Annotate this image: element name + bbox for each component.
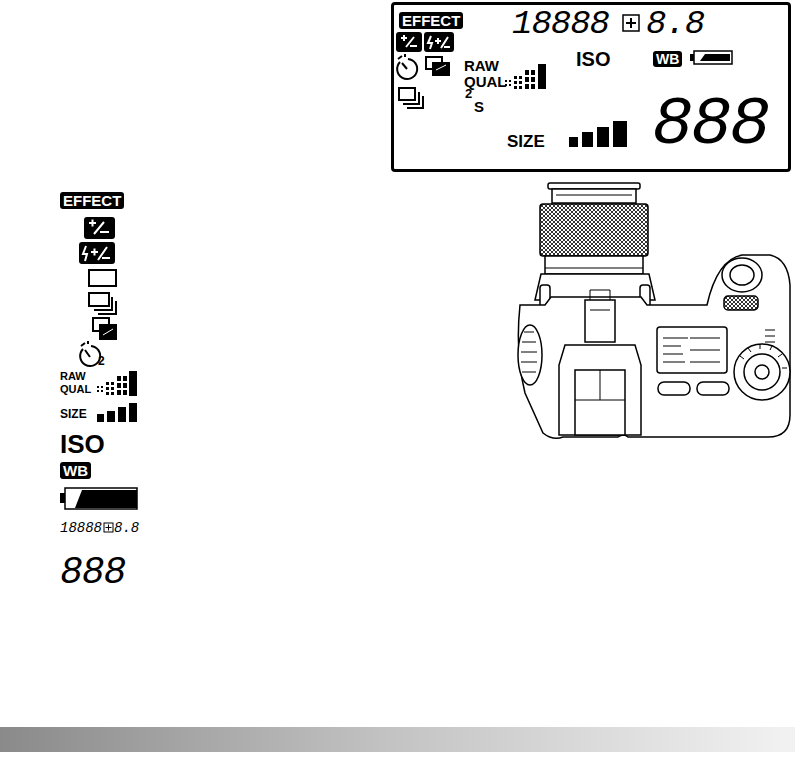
quality-icon: QUAL [60, 384, 91, 395]
raw-icon: RAW [60, 371, 86, 382]
seconds-indicator: S [474, 99, 484, 114]
size-indicator: SIZE [507, 133, 545, 150]
wb-indicator: WB [653, 51, 682, 67]
size-icon: SIZE [60, 408, 87, 420]
iso-icon: ISO [60, 431, 105, 457]
shutter-digits-icon: 18888 [60, 521, 102, 535]
footer-band [0, 727, 795, 752]
raw-indicator: RAW [464, 58, 499, 73]
aperture-digits-icon: 8.8 [114, 521, 139, 535]
lcd-data-panel: EFFECT188888.8ISOWBRAWQUAL2SSIZE888 [391, 2, 791, 172]
timer-digit: 2 [98, 355, 105, 367]
frame-counter-icon: 888 [60, 554, 125, 592]
timer-digit: 2 [465, 87, 472, 100]
shutter-digits: 18888 [512, 7, 609, 41]
effect-icon: EFFECT [60, 192, 124, 209]
aperture-digits: 8.8 [646, 7, 704, 41]
frame-counter: 888 [652, 91, 768, 159]
effect-indicator: EFFECT [399, 12, 463, 29]
iso-indicator: ISO [576, 49, 610, 69]
wb-icon: WB [60, 462, 91, 479]
